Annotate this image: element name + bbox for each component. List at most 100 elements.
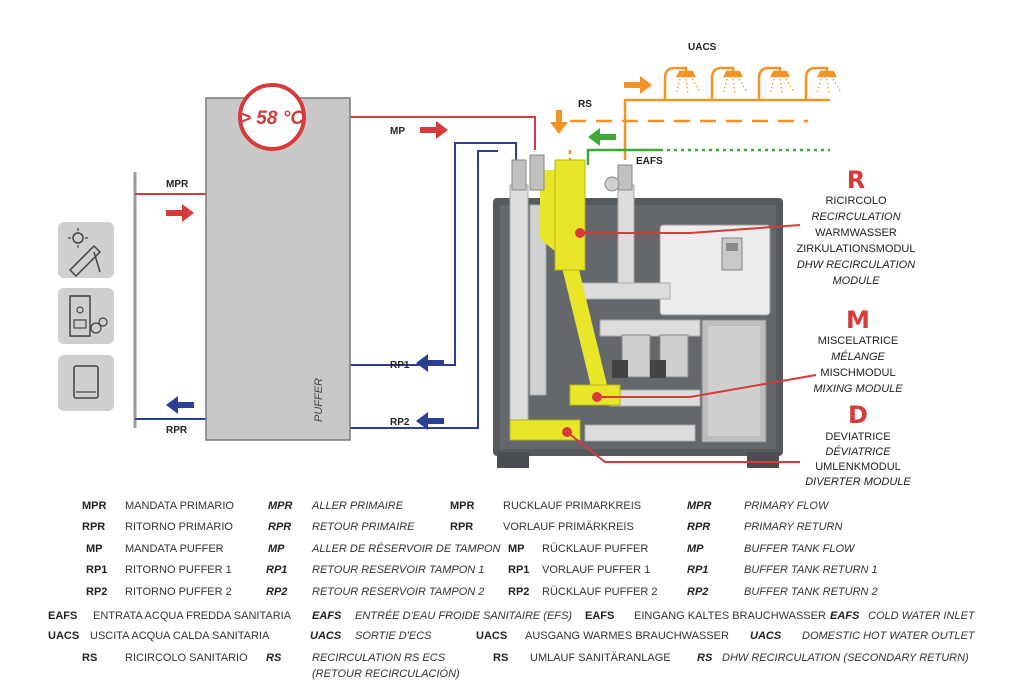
legend-code: RP1 [508, 564, 529, 576]
module-d-letter: D [848, 401, 868, 429]
legend-code: MP [86, 543, 103, 555]
legend-text: RÜCKLAUF PUFFER 2 [542, 586, 658, 598]
mp-label: MP [390, 126, 405, 137]
rp1-arrow-icon [416, 354, 444, 372]
module-m-callout: M MISCELATRICE MÉLANGE MISCHMODUL MIXING… [813, 306, 903, 395]
legend-text: RITORNO PUFFER 2 [125, 586, 232, 598]
eafs-label: EAFS [636, 156, 663, 167]
module-d-line: DÉVIATRICE [825, 445, 891, 458]
legend-code: MPR [82, 500, 107, 512]
legend-text: RUCKLAUF PRIMARKREIS [503, 500, 641, 512]
legend-text: DHW RECIRCULATION (SECONDARY RETURN) [722, 652, 969, 664]
rpr-arrow-icon [166, 396, 194, 414]
cold-water-inlet-pipe [586, 148, 830, 165]
legend-code: RS [697, 652, 713, 664]
module-m-line: MIXING MODULE [813, 383, 903, 395]
module-r-line: ZIRKULATIONSMODUL [797, 243, 916, 255]
module-r-line: DHW RECIRCULATION [797, 259, 915, 271]
legend-text: RETOUR RESERVOIR TAMPON 2 [312, 586, 484, 598]
module-d-callout: D DEVIATRICE DÉVIATRICE UMLENKMODUL DIVE… [805, 401, 911, 488]
legend-text: AUSGANG WARMES BRAUCHWASSER [525, 630, 729, 642]
legend-code: UACS [750, 630, 782, 642]
module-d-line: DIVERTER MODULE [805, 476, 911, 488]
legend-code: EAFS [585, 610, 614, 622]
legend-code: RP1 [687, 564, 708, 576]
legend-text: MANDATA PRIMARIO [125, 500, 234, 512]
module-r-line: RICIRCOLO [825, 195, 887, 207]
legend-code: RP1 [266, 564, 287, 576]
legend-code: UACS [476, 630, 507, 642]
shower-head-icon [710, 66, 748, 100]
legend-row: RS RICIRCOLO SANITARIO RS RECIRCULATION … [82, 652, 969, 680]
module-m-line: MÉLANGE [831, 350, 885, 363]
rpr-label: RPR [166, 425, 188, 436]
uacs-label: UACS [688, 42, 717, 53]
legend-text: ALLER DE RÉSERVOIR DE TAMPON [311, 542, 501, 555]
legend-text: BUFFER TANK FLOW [744, 543, 856, 555]
legend-text: RETOUR PRIMAIRE [312, 521, 415, 533]
rs-arrow-icon [550, 110, 568, 134]
flow-arrows [166, 76, 652, 430]
legend-code: RP2 [687, 586, 708, 598]
uacs-arrow-icon [624, 76, 652, 94]
temperature-badge: > 58 °C [238, 83, 306, 151]
legend-code: RPR [687, 521, 710, 533]
shower-outlets [663, 66, 842, 100]
legend-code: RS [266, 652, 282, 664]
legend-text: RICIRCOLO SANITARIO [125, 652, 248, 664]
legend-code: RPR [450, 521, 473, 533]
buffer-return-1-pipe [350, 142, 517, 366]
module-r-callout: R RICIRCOLO RECIRCULATION WARMWASSER ZIR… [797, 166, 916, 287]
legend-code: RPR [82, 521, 105, 533]
legend-text: PRIMARY RETURN [744, 521, 842, 533]
module-r-line: WARMWASSER [815, 227, 897, 239]
legend-text: RECIRCULATION RS ECS [312, 652, 446, 664]
legend-code: MP [268, 543, 285, 555]
legend-text: EINGANG KALTES BRAUCHWASSER [634, 610, 826, 622]
legend-code: MP [687, 543, 704, 555]
puffer-label: PUFFER [313, 378, 325, 422]
legend-code: MPR [268, 500, 293, 512]
legend-row: EAFS ENTRATA ACQUA FREDDA SANITARIA EAFS… [48, 609, 976, 622]
legend-text: VORLAUF PUFFER 1 [542, 564, 650, 576]
legend-text: BUFFER TANK RETURN 2 [744, 586, 878, 598]
legend-row: MPR MANDATA PRIMARIO MPR ALLER PRIMAIRE … [82, 500, 830, 512]
legend-bottom: EAFS ENTRATA ACQUA FREDDA SANITARIA EAFS… [48, 609, 976, 680]
legend-code: EAFS [312, 610, 342, 622]
boiler-icon [58, 288, 114, 344]
rs-label: RS [578, 99, 592, 110]
module-m-letter: M [846, 306, 870, 334]
module-r-line: RECIRCULATION [811, 211, 900, 223]
legend-code: MPR [687, 500, 712, 512]
legend-code: UACS [310, 630, 342, 642]
module-r-line: MODULE [832, 275, 880, 287]
mpr-label: MPR [166, 179, 189, 190]
legend-code: RPR [268, 521, 291, 533]
legend-row: RP1 RITORNO PUFFER 1 RP1 RETOUR RESERVOI… [86, 564, 878, 576]
legend-text: ALLER PRIMAIRE [311, 500, 404, 512]
mp-arrow-icon [420, 121, 448, 139]
legend-text: RÜCKLAUF PUFFER [542, 543, 648, 555]
legend-code: MP [508, 543, 525, 555]
legend-text: MANDATA PUFFER [125, 543, 224, 555]
rp1-label: RP1 [390, 360, 410, 371]
module-m-line: MISCELATRICE [818, 335, 898, 347]
temperature-value: > 58 °C [240, 108, 304, 129]
legend-code: RP1 [86, 564, 107, 576]
buffer-flow-pipe [305, 116, 536, 150]
legend-row: RP2 RITORNO PUFFER 2 RP2 RETOUR RESERVOI… [86, 586, 878, 598]
module-m-line: MISCHMODUL [820, 367, 895, 379]
module-d-line: UMLENKMODUL [815, 461, 901, 473]
legend-code: MPR [450, 500, 475, 512]
legend-text: ENTRÉE D'EAU FROIDE SANITAIRE (EFS) [355, 609, 572, 622]
rp2-arrow-icon [416, 412, 444, 430]
legend-row: UACS USCITA ACQUA CALDA SANITARIA UACS S… [48, 630, 976, 642]
legend-text: COLD WATER INLET [868, 610, 976, 622]
shower-head-icon [757, 66, 795, 100]
legend-text: SORTIE D'ECS [355, 630, 432, 642]
module-r-letter: R [847, 166, 865, 194]
legend-text: RITORNO PRIMARIO [125, 521, 233, 533]
buffer-return-2-pipe [350, 150, 498, 429]
eafs-arrow-icon [588, 128, 616, 146]
